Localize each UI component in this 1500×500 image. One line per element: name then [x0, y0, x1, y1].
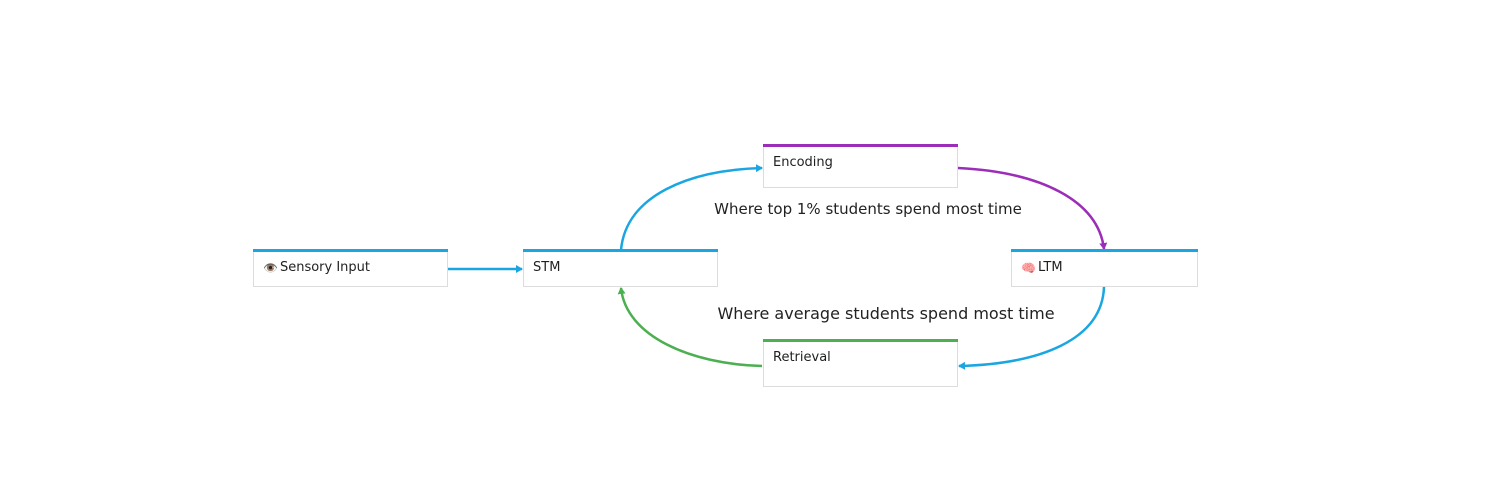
- ltm-label: LTM: [1037, 260, 1063, 275]
- node-ltm[interactable]: 🧠 LTM: [1011, 249, 1198, 287]
- node-label: Encoding: [773, 155, 833, 170]
- node-accent-bar: [763, 339, 958, 342]
- eye-icon: 👁️: [263, 260, 278, 275]
- node-sensory-input[interactable]: 👁️ Sensory Input: [253, 249, 448, 287]
- node-accent-bar: [253, 249, 448, 252]
- node-encoding[interactable]: Encoding: [763, 144, 958, 188]
- edge-encoding-to-ltm: [957, 166, 1108, 250]
- node-label: 👁️ Sensory Input: [263, 260, 370, 275]
- edge-stm-to-encoding: [619, 164, 763, 251]
- retrieval-label: Retrieval: [773, 350, 831, 365]
- node-label: Retrieval: [773, 350, 831, 365]
- node-label: 🧠 LTM: [1021, 260, 1063, 275]
- edge-ltm-to-retrieval: [958, 286, 1106, 370]
- sensory-input-label: Sensory Input: [279, 260, 371, 275]
- node-label: STM: [533, 260, 560, 275]
- brain-icon: 🧠: [1021, 260, 1036, 275]
- node-retrieval[interactable]: Retrieval: [763, 339, 958, 387]
- edge-retrieval-to-stm: [617, 287, 763, 368]
- node-accent-bar: [763, 144, 958, 147]
- caption-top-students: Where top 1% students spend most time: [714, 200, 1022, 218]
- node-accent-bar: [523, 249, 718, 252]
- stm-label: STM: [533, 260, 561, 275]
- node-accent-bar: [1011, 249, 1198, 252]
- node-stm[interactable]: STM: [523, 249, 718, 287]
- caption-average-students: Where average students spend most time: [717, 304, 1055, 323]
- encoding-label: Encoding: [773, 155, 833, 170]
